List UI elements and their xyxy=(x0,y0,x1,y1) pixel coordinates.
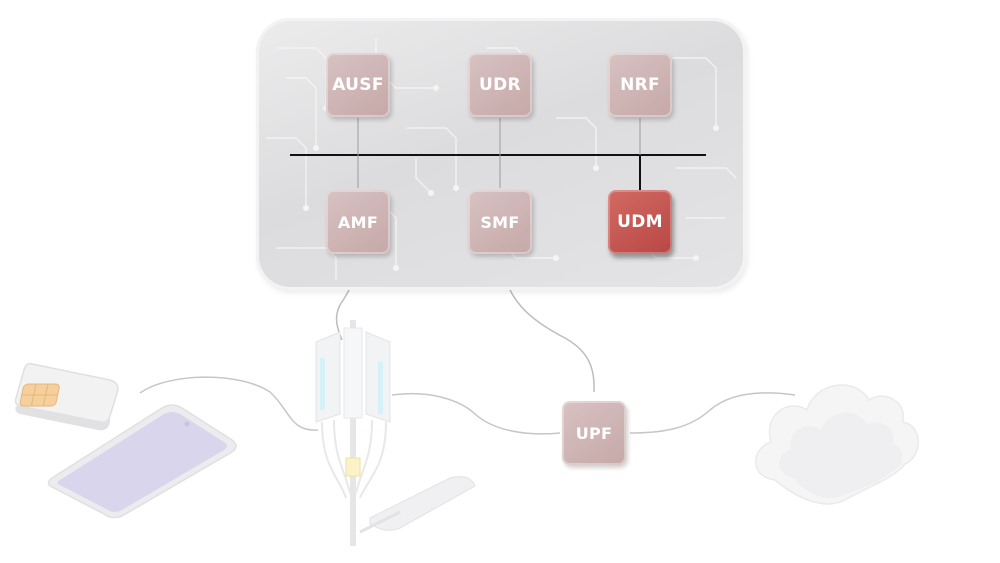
nf-amf[interactable]: AMF xyxy=(326,190,390,254)
nf-ausf-label: AUSF xyxy=(332,75,384,95)
nf-smf[interactable]: SMF xyxy=(468,190,532,254)
nf-amf-label: AMF xyxy=(337,212,379,232)
nf-nrf-label: NRF xyxy=(620,75,660,95)
nf-nrf[interactable]: NRF xyxy=(608,53,672,117)
link-antenna-upf xyxy=(391,392,561,435)
smartphone-icon xyxy=(47,404,237,519)
nf-smf-label: SMF xyxy=(480,212,520,232)
nf-upf-label: UPF xyxy=(575,423,613,443)
nf-udm[interactable]: UDM xyxy=(608,190,672,254)
cloud-icon xyxy=(754,384,919,505)
sim-card-icon xyxy=(14,362,119,431)
link-upf-cloud xyxy=(629,392,796,434)
nf-udm-label: UDM xyxy=(617,212,663,232)
antenna-tower-icon xyxy=(315,320,476,546)
nf-udr-label: UDR xyxy=(479,75,521,95)
nf-upf[interactable]: UPF xyxy=(562,401,626,465)
nf-udr[interactable]: UDR xyxy=(468,53,532,117)
nf-ausf[interactable]: AUSF xyxy=(326,53,390,117)
link-device-antenna xyxy=(139,376,319,431)
